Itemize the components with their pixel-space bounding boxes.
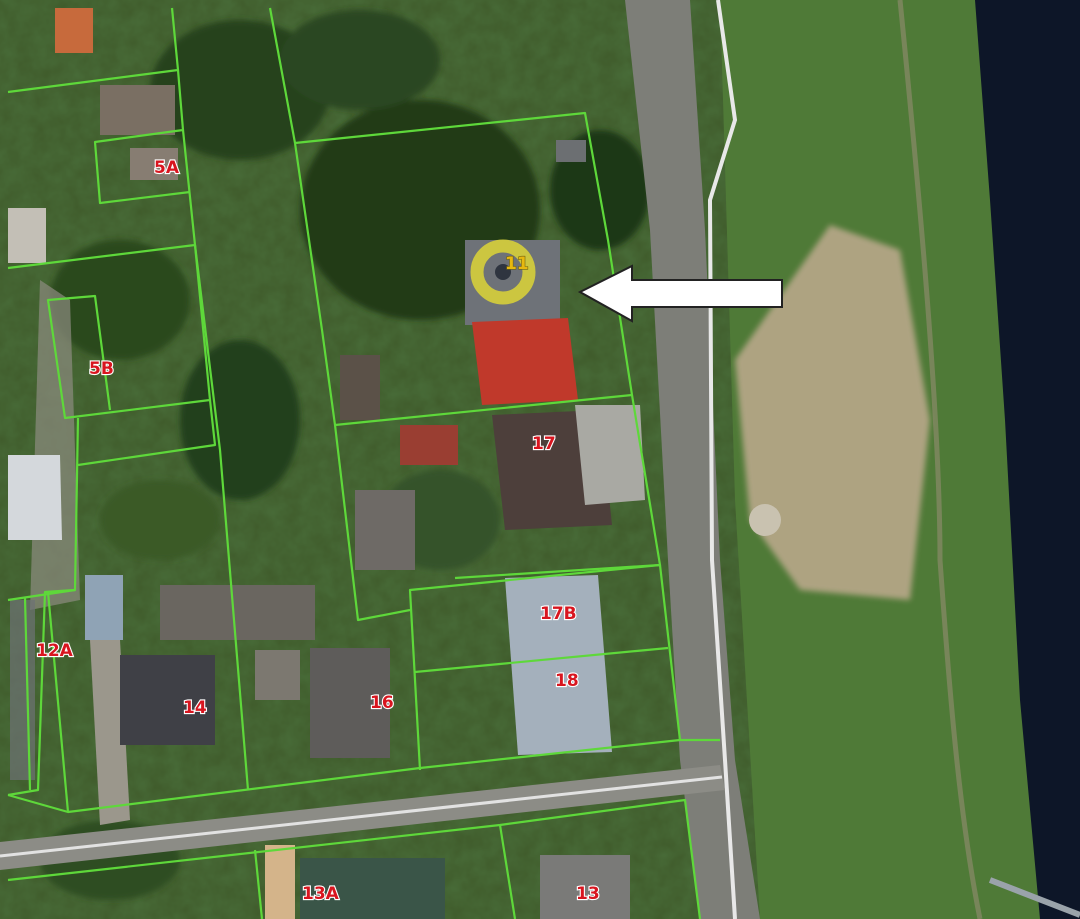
parcel-label-18[interactable]: 18 xyxy=(554,670,580,692)
main-road xyxy=(625,0,760,919)
building-roof-red xyxy=(400,425,458,465)
building-roof xyxy=(8,208,46,263)
target-ring-icon[interactable] xyxy=(470,239,536,305)
round-feature xyxy=(749,504,781,536)
side-road-marking xyxy=(0,775,723,858)
parcel-label-13a[interactable]: 13A xyxy=(301,883,341,905)
building-roof-tan xyxy=(265,845,295,919)
building-roof-blue xyxy=(85,575,123,640)
building-roof xyxy=(355,490,415,570)
building-roof xyxy=(310,648,390,758)
footpath xyxy=(897,0,983,919)
bridge xyxy=(988,877,1080,918)
building-roof-orange xyxy=(55,8,93,53)
parcel-label-17b[interactable]: 17B xyxy=(539,603,578,625)
tree-canopy xyxy=(40,10,650,900)
building-roof xyxy=(340,355,380,420)
parcel-label-16[interactable]: 16 xyxy=(369,692,395,714)
building-roof xyxy=(575,405,645,505)
building-roof xyxy=(10,600,35,780)
building-roof-dark xyxy=(120,655,215,745)
parcel-label-17[interactable]: 17 xyxy=(531,433,557,455)
parcel-labels: 5A 5B 11 17 17B 18 12A 14 16 13A 13 xyxy=(35,157,601,905)
building-roof-light xyxy=(505,575,612,755)
road-marking xyxy=(707,0,738,919)
parcel-label-5b[interactable]: 5B xyxy=(88,358,115,380)
building-roof xyxy=(160,585,315,640)
arrow-left-icon xyxy=(577,264,783,323)
parcel-label-5a[interactable]: 5A xyxy=(153,157,181,179)
parcel-label-12a[interactable]: 12A xyxy=(35,640,75,662)
building-roof-red xyxy=(472,318,578,405)
shed-roof xyxy=(556,140,586,162)
river xyxy=(975,0,1080,919)
parcel-label-13[interactable]: 13 xyxy=(575,883,601,905)
building-roof xyxy=(255,650,300,700)
building-roof xyxy=(100,85,175,135)
bare-ground-patch xyxy=(735,225,930,600)
parcel-boundaries xyxy=(7,7,720,919)
parcel-label-14[interactable]: 14 xyxy=(182,697,208,719)
building-roof xyxy=(130,148,178,180)
building-roof xyxy=(8,455,62,540)
building-roof-green xyxy=(300,858,445,919)
buildings xyxy=(8,8,645,919)
building-roof xyxy=(540,855,630,919)
parcel-label-11[interactable]: 11 xyxy=(504,253,529,274)
